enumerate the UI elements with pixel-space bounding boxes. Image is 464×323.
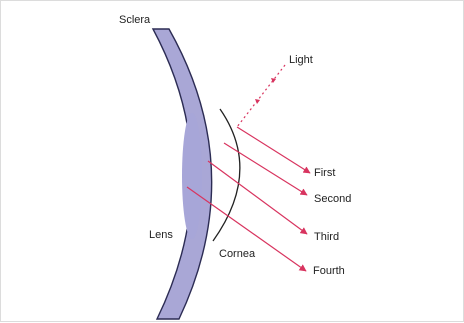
lens-ellipse — [182, 113, 202, 239]
sclera-label: Sclera — [119, 14, 151, 26]
fourth-label: Fourth — [313, 265, 345, 277]
second-label: Second — [314, 193, 351, 205]
third-reflection-ray — [208, 161, 307, 234]
incoming-light-arrow-2 — [255, 99, 260, 104]
second-reflection-ray — [224, 143, 307, 195]
first-reflection-ray — [237, 127, 310, 173]
light-label: Light — [289, 54, 313, 66]
first-label: First — [314, 167, 335, 179]
incoming-light-ray — [237, 65, 285, 127]
cornea-label: Cornea — [219, 248, 256, 260]
third-label: Third — [314, 231, 339, 243]
lens-label: Lens — [149, 229, 173, 241]
